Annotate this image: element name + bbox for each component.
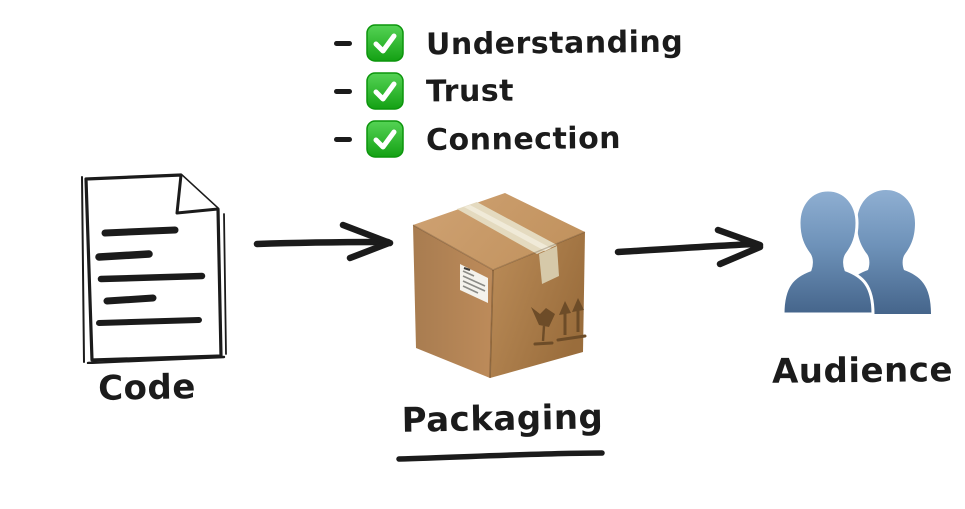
bullet-dash-icon (334, 136, 352, 142)
checklist-item: Understanding (334, 24, 683, 62)
code-node-label: Code (97, 367, 197, 409)
benefits-checklist: Understanding Trust Connection (334, 24, 683, 168)
check-mark-icon (366, 24, 404, 62)
bullet-dash-icon (334, 88, 352, 94)
arrow-right-icon (614, 226, 764, 268)
people-icon (783, 188, 931, 315)
checklist-item-label: Connection (425, 120, 622, 158)
checklist-item-label: Trust (425, 73, 515, 109)
package-icon (412, 193, 587, 379)
check-mark-icon (366, 72, 404, 110)
bullet-dash-icon (334, 40, 352, 46)
packaging-node-label: Packaging (401, 397, 604, 441)
document-icon (81, 173, 227, 364)
audience-node-label: Audience (771, 350, 954, 392)
checklist-item: Connection (334, 120, 683, 158)
checklist-item: Trust (334, 72, 683, 110)
checklist-item-label: Understanding (425, 24, 684, 62)
arrow-right-icon (253, 221, 394, 262)
packaging-underline (396, 450, 605, 462)
check-mark-icon (366, 120, 404, 158)
